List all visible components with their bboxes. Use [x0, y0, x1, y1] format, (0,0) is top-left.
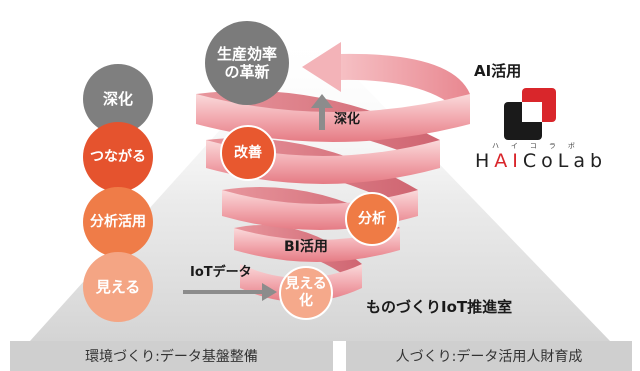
logo-kana: ハイコラボ	[492, 142, 587, 150]
background-pyramid	[30, 30, 610, 341]
spiral-circle-analyze: 分析	[345, 192, 399, 246]
right-arrow-icon	[183, 283, 277, 301]
logo-word-rest: CoLab	[522, 150, 608, 172]
org-label: ものづくりIoT推進室	[366, 298, 513, 316]
step-label: つながる	[90, 148, 146, 165]
deepen-label: 深化	[334, 112, 361, 127]
footer-environment: 環境づくり:データ基盤整備	[10, 341, 333, 371]
goal-line1: 生産効率	[216, 45, 277, 63]
iot-data-label: IoTデータ	[190, 265, 252, 280]
spiral-label: 改善	[234, 144, 262, 161]
step-label: 分析活用	[90, 213, 146, 230]
bi-label: BI活用	[284, 239, 328, 255]
goal-line2: の革新	[224, 63, 270, 81]
spiral-circle-visualize: 見える 化	[279, 266, 333, 320]
goal-circle: 生産効率 の革新	[205, 21, 289, 105]
logo-word-ai: AI	[494, 150, 523, 172]
footer-people: 人づくり:データ活用人財育成	[346, 341, 632, 371]
step-circle-visualize: 見える	[83, 252, 153, 322]
spiral-label: 分析	[358, 210, 386, 227]
step-label: 見える	[95, 278, 141, 296]
step-circle-analysis: 分析活用	[83, 187, 153, 257]
step-label: 深化	[102, 90, 133, 108]
up-arrow-icon	[311, 94, 333, 130]
haicolab-logo-mark	[504, 88, 556, 140]
spiral-label-line1: 見える	[285, 276, 327, 293]
ai-label: AI活用	[474, 62, 522, 80]
spiral-top-arc	[340, 53, 470, 125]
spiral-circle-improve: 改善	[220, 125, 276, 181]
spiral-arrow-head-icon	[302, 42, 341, 92]
spiral-label-line2: 化	[299, 293, 313, 309]
spiral-band-bi	[234, 228, 400, 262]
logo-wordmark: HAICoLab	[475, 150, 607, 172]
step-circle-connect: つながる	[83, 122, 153, 192]
logo-word-h: H	[475, 150, 495, 172]
